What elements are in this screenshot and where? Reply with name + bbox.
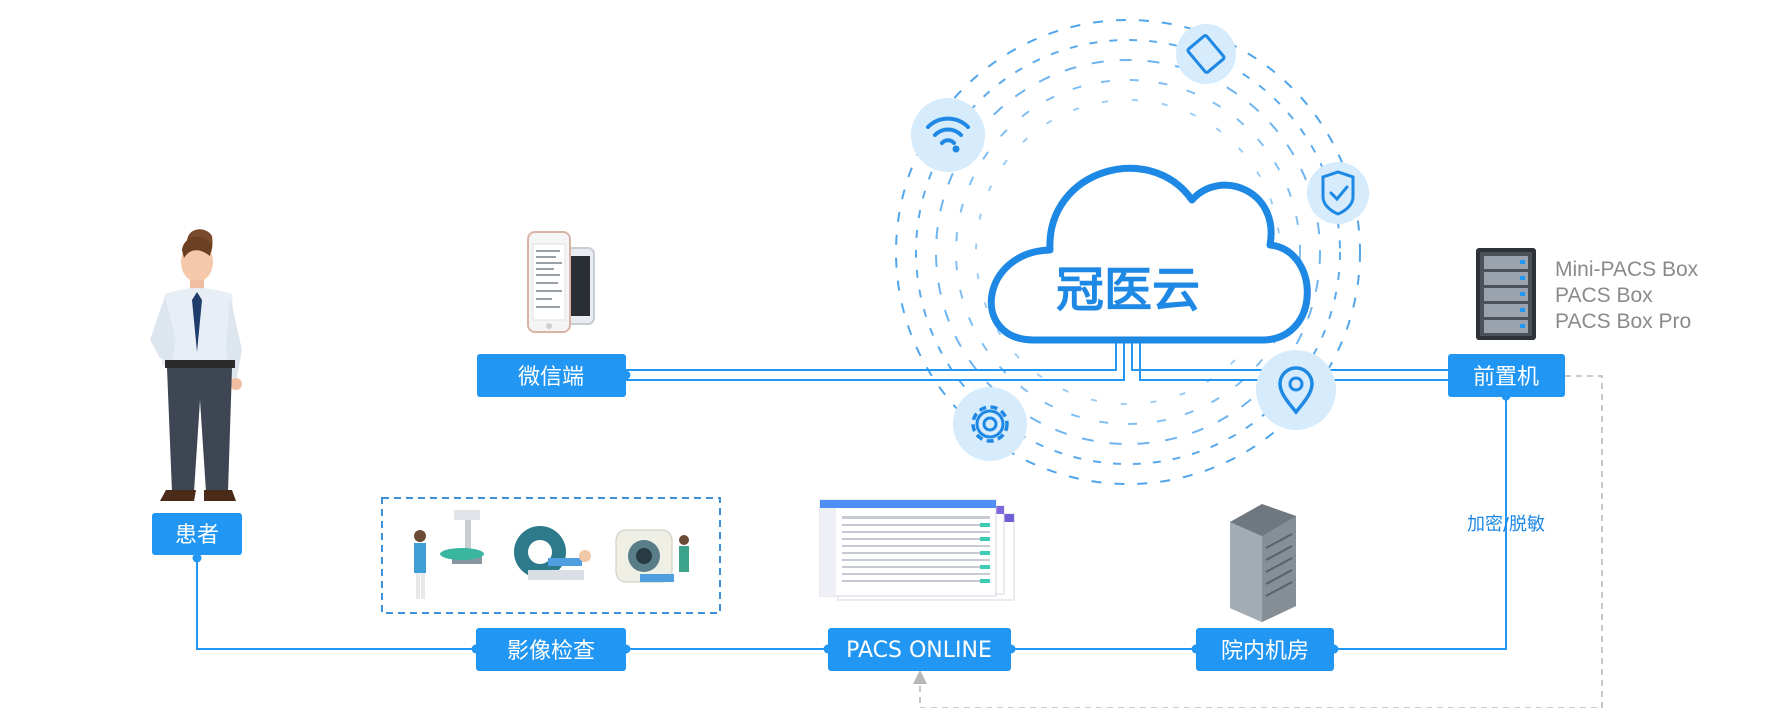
- node-pacs-online-label: PACS ONLINE: [846, 638, 992, 663]
- encryption-label: 加密/脱敏: [1467, 514, 1545, 535]
- xray-machine-illustration: [414, 510, 484, 599]
- cloud-title: 冠医云: [1056, 262, 1200, 318]
- node-front-machine: 前置机: [1448, 354, 1565, 397]
- gear-icon: [953, 387, 1027, 461]
- wifi-icon: [911, 98, 985, 172]
- tablet-icon: [1176, 24, 1236, 84]
- pacs-screen-illustration: [819, 499, 1015, 601]
- location-pin-icon: [1256, 350, 1336, 430]
- cloud: 冠医云: [987, 164, 1311, 344]
- box-model-list: Mini-PACS Box PACS Box PACS Box Pro: [1555, 258, 1699, 333]
- patient-figure: [150, 229, 242, 501]
- node-front-machine-label: 前置机: [1473, 365, 1539, 390]
- node-imaging-exam: 影像检查: [476, 628, 626, 671]
- node-wechat-label: 微信端: [518, 365, 584, 390]
- node-hospital-room-label: 院内机房: [1221, 639, 1309, 664]
- node-pacs-online: PACS ONLINE: [828, 628, 1011, 671]
- box-model-3: PACS Box Pro: [1555, 310, 1691, 333]
- connections: [196, 338, 1507, 650]
- node-imaging-exam-label: 影像检查: [507, 639, 595, 664]
- phone-illustration: [527, 231, 595, 333]
- imaging-equipment-panel: [381, 497, 721, 614]
- node-wechat: 微信端: [477, 354, 626, 397]
- return-path: [913, 375, 1603, 708]
- node-hospital-room: 院内机房: [1196, 628, 1334, 671]
- box-model-2: PACS Box: [1555, 284, 1653, 307]
- box-model-1: Mini-PACS Box: [1555, 258, 1699, 281]
- shield-check-icon: [1307, 162, 1369, 224]
- server-rack-illustration: [1476, 248, 1536, 340]
- mri-machine-illustration: [615, 529, 689, 583]
- node-patient-label: 患者: [175, 523, 219, 548]
- node-patient: 患者: [152, 513, 242, 555]
- ct-scanner-illustration: [514, 526, 591, 580]
- hospital-server-illustration: [1230, 504, 1296, 622]
